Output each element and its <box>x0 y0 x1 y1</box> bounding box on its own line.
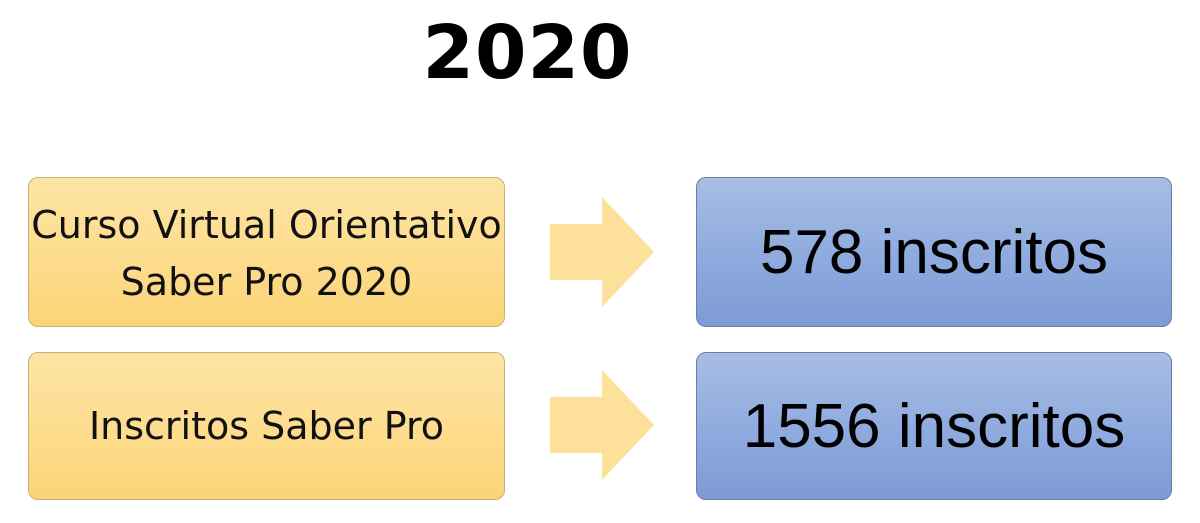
label-box-inscritos-saber-pro: Inscritos Saber Pro <box>28 352 505 500</box>
page-title: 2020 <box>422 10 633 96</box>
value-box-curso-virtual: 578 inscritos <box>696 177 1172 327</box>
label-box-curso-virtual: Curso Virtual Orientativo Saber Pro 2020 <box>28 177 505 327</box>
right-arrow-icon <box>550 370 654 480</box>
right-arrow-icon <box>550 197 654 307</box>
value-box-inscritos-saber-pro: 1556 inscritos <box>696 352 1172 500</box>
